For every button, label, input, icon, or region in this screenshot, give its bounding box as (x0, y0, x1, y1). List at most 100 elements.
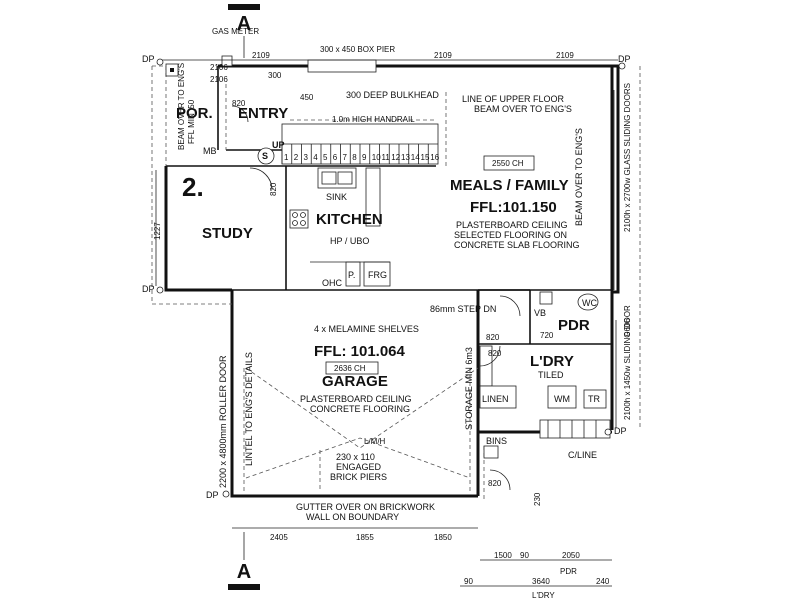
meals-ceiling-finish: PLASTERBOARD CEILING (456, 220, 568, 230)
up-arrow-icon (257, 147, 275, 165)
wc-label: WC (582, 298, 597, 308)
section-marker-bottom: A (228, 561, 260, 590)
right-beam-label: BEAM OVER TO ENG'S (574, 128, 584, 226)
dim-ldry-label: L'DRY (532, 591, 555, 600)
gutter-label-1: GUTTER OVER ON BRICKWORK (296, 502, 435, 512)
stair-number: 14 (411, 153, 420, 162)
svg-text:S: S (262, 151, 268, 161)
stair-number: 9 (362, 153, 367, 162)
gas-meter-label: GAS METER (212, 27, 259, 36)
section-label-top: A (237, 13, 251, 35)
room-study: STUDY (202, 225, 253, 242)
vanity-basin-icon (539, 291, 553, 305)
downpipe-tr: DP (618, 54, 631, 64)
stair-number: 11 (382, 153, 391, 162)
storage-label: STORAGE MIN 6m3 (464, 347, 474, 430)
bench (365, 167, 381, 227)
hp-ubo-label: HP / UBO (330, 236, 369, 246)
step-down-label: 86mm STEP DN (430, 304, 496, 314)
dim-row2-b: 3640 (532, 577, 550, 586)
lmh-label: L/M/H (364, 437, 386, 446)
ohc-label: OHC (322, 278, 343, 288)
stair-number: 2 (294, 153, 299, 162)
stair-number: 10 (372, 153, 381, 162)
dim-bottom-c: 1850 (434, 533, 452, 542)
box-pier-label: 300 x 450 BOX PIER (320, 45, 395, 54)
piers-label-3: BRICK PIERS (330, 472, 387, 482)
downpipe-ml: DP (142, 284, 155, 294)
gas-meter-icon (221, 55, 233, 67)
downpipe-tl: DP (142, 54, 155, 64)
tub-icon (583, 389, 607, 409)
meals-ceiling-label: 2550 CH (492, 159, 524, 168)
stair-number: 16 (430, 153, 439, 162)
bins-label: BINS (486, 436, 507, 446)
dim-row2-a: 90 (464, 577, 473, 586)
dim-row1-b: 90 (520, 551, 529, 560)
downpipe-mr: DP (614, 426, 627, 436)
dim-450: 450 (300, 93, 314, 102)
garage-ffl: FFL: 101.064 (314, 343, 406, 360)
stair-number: 8 (352, 153, 357, 162)
clothesline-label: C/LINE (568, 450, 597, 460)
room-garage: GARAGE (322, 373, 388, 390)
tr-label: TR (588, 394, 600, 404)
sliding-door-label: 2100h x 1450w SLIDING DOOR (623, 305, 632, 420)
clothesline-icon (539, 419, 611, 439)
dim-820-study: 820 (269, 182, 278, 196)
dim-2106-a: 2106 (210, 63, 228, 72)
glass-doors-label: 2100h x 2700w GLASS SLIDING DOORS (623, 83, 632, 232)
meals-ffl: FFL:101.150 (470, 199, 557, 216)
wm-label: WM (554, 394, 570, 404)
garage-ceiling-label: 2636 CH (334, 364, 366, 373)
dim-2106-b: 2106 (210, 75, 228, 84)
dim-row2-c: 240 (596, 577, 610, 586)
bins-icon (483, 445, 499, 459)
section-label-bottom: A (237, 561, 251, 583)
dim-top-c: 2109 (556, 51, 574, 60)
dim-230: 230 (533, 492, 542, 506)
piers-label-1: 230 x 110 (336, 452, 375, 462)
dim-1227: 1227 (153, 222, 162, 240)
section-marker-top: A (228, 4, 260, 35)
sink-label: SINK (326, 192, 347, 202)
bulkhead-label: 300 DEEP BULKHEAD (346, 90, 439, 100)
dim-820-b: 820 (488, 349, 502, 358)
dim-820-a: 820 (486, 333, 500, 342)
dim-top-b: 2109 (434, 51, 452, 60)
meals-floor-finish-1: SELECTED FLOORING ON (454, 230, 567, 240)
internal-walls (226, 149, 612, 345)
room-pdr: PDR (558, 317, 590, 334)
stair-number: 7 (343, 153, 348, 162)
up-label: UP (272, 140, 285, 150)
room-porch: POR. (176, 105, 213, 122)
fridge (363, 261, 391, 287)
room-meals-family: MEALS / FAMILY (450, 177, 569, 194)
door-swings (231, 90, 617, 491)
dim-top-a: 2109 (252, 51, 270, 60)
meter-box-label: MB (203, 146, 217, 156)
vanity-label: VB (534, 308, 546, 318)
dim-820-entry: 820 (232, 99, 246, 108)
porch-beam-label: BEAM OVER TO ENG'S (177, 63, 186, 150)
room-entry: ENTRY (238, 105, 288, 122)
room-number: 2. (182, 172, 204, 202)
garage-ceiling-box (325, 361, 379, 375)
room-kitchen: KITCHEN (316, 211, 383, 228)
cooktop-icon (289, 209, 309, 229)
stair-number: 12 (391, 153, 400, 162)
dim-pdr-label: PDR (560, 567, 577, 576)
upper-floor-line-label: LINE OF UPPER FLOOR (462, 94, 565, 104)
dim-bottom-b: 1855 (356, 533, 374, 542)
stair-number: 1 (284, 153, 289, 162)
dim-0606: 0606 (623, 318, 632, 336)
dim-820-bins: 820 (488, 479, 502, 488)
room-laundry: L'DRY (530, 353, 574, 370)
downpipe-bl: DP (206, 490, 219, 500)
box-pier (307, 59, 377, 73)
roller-door-label: 2200 x 4800mm ROLLER DOOR (218, 355, 228, 488)
stair-number: 15 (421, 153, 430, 162)
dim-720: 720 (540, 331, 554, 340)
